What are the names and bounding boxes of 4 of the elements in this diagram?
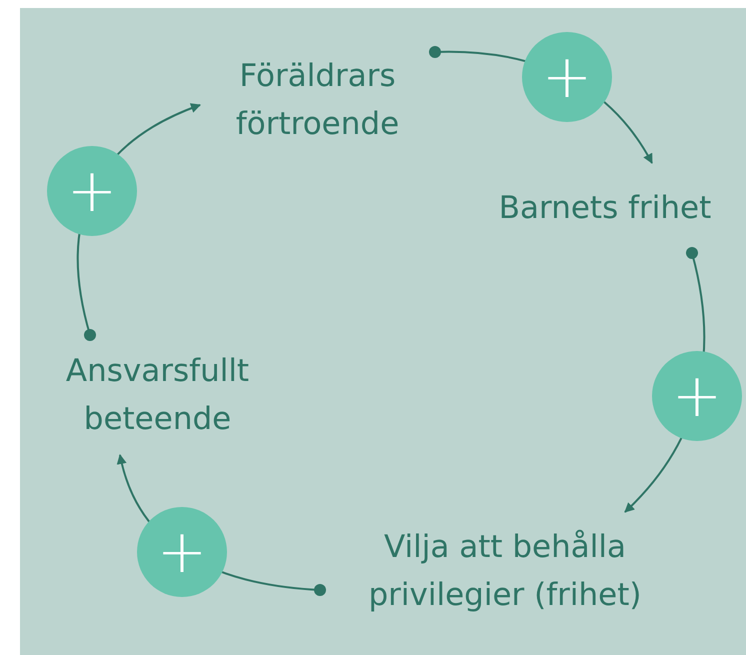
node-label: Föräldrars förtroende bbox=[234, 57, 400, 144]
node-label: Vilja att behålla privilegier (frihet) bbox=[368, 528, 642, 615]
node-label: Barnets frihet bbox=[498, 189, 712, 228]
node-label: Ansvarsfullt beteende bbox=[64, 352, 250, 439]
